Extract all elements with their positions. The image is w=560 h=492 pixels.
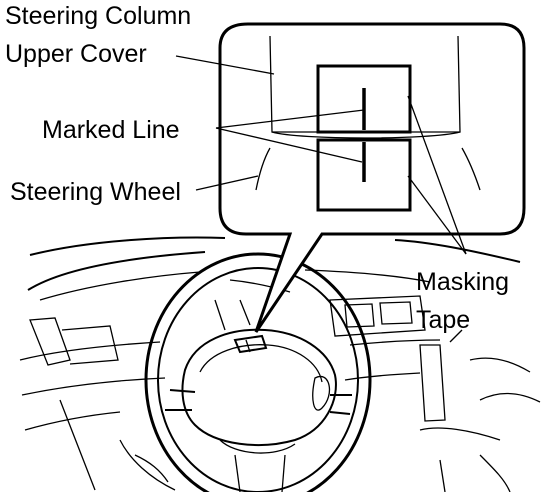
leader-lines: [175, 55, 467, 343]
label-upper-cover-line2: Upper Cover: [5, 40, 147, 68]
label-marked-line: Marked Line: [42, 116, 180, 144]
masking-tape-lower: [316, 138, 412, 212]
masking-tape-upper: [316, 64, 412, 134]
label-tape-line2: Tape: [416, 306, 470, 334]
labels: Steering Column Upper Cover Marked Line …: [5, 2, 509, 334]
label-steering-column-line1: Steering Column: [5, 2, 191, 30]
label-steering-wheel: Steering Wheel: [10, 178, 181, 206]
steering-wheel-drawing: [119, 252, 372, 492]
magnified-callout: [218, 22, 526, 333]
label-masking-line1: Masking: [416, 268, 509, 296]
